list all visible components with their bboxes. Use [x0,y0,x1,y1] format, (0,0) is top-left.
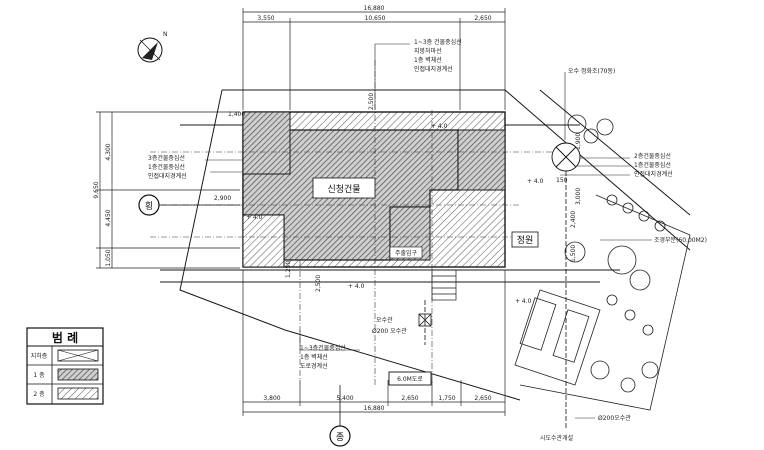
dim-inner-8: 1,900 [575,133,582,150]
pipe-note-2: Ø200오수관 [598,414,631,422]
note-top-1: 1~3층 건물중심선 [414,38,462,46]
elevation-mark-2: + 4.0 [348,283,365,290]
landscape-boundary [519,194,691,411]
dim-left-seg3: 1,050 [105,249,112,266]
legend-swatch-second-floor [57,387,99,400]
dim-bottom-total: 16,880 [364,405,385,412]
dim-inner-7: 1,400 [228,111,245,118]
dim-inner-2: 2,900 [214,195,231,202]
note-right-1: 2층건물중심선 [634,152,671,160]
legend [26,327,104,405]
note-bottom-1: 1~3층건물중심선 [300,344,346,352]
note-right-3: 인접대지경계선 [634,170,673,178]
dim-bottom-seg2: 5,400 [336,395,353,402]
courtyard-label-box [511,231,539,248]
legend-label-second-floor: 2 층 [33,390,45,398]
entrance-label-box [389,246,423,259]
note-bottom-2: 1층 벽체선 [300,353,328,361]
road-label: 6.0M도로 [397,376,423,383]
note-bottom-3: 도로경계선 [300,362,328,370]
note-top-2: 지붕처마선 [414,47,442,55]
note-left-2: 1층건물중심선 [148,163,185,171]
dim-inner-9: 3,000 [575,188,582,205]
dim-left-seg2: 4,450 [105,209,112,226]
dim-left-total: 9,650 [93,181,100,198]
parking-area [514,289,601,386]
bottom-dimensions [242,270,506,416]
dim-inner-4: 2,400 [570,211,577,228]
legend-swatch-first-floor [57,368,99,381]
side-marker-left-label: 횡 [145,200,153,212]
dim-bottom-seg3: 2,650 [401,395,418,402]
sewer-tank-note: 오수 정화조(70동) [568,68,615,75]
north-arrow-icon [137,37,163,63]
inlet-label: 오수관 [376,316,393,324]
left-dimensions [96,111,240,269]
dim-inner-6: 150 [556,177,568,184]
legend-title: 범 례 [52,330,78,345]
landscape-trees [564,114,666,393]
dim-inner-5: 1,500 [570,245,577,262]
note-top-4: 인접대지경계선 [414,65,453,73]
elevation-mark-5: + 4.0 [431,123,448,130]
dim-inner-10: 1,250 [285,261,292,278]
side-marker-left [138,194,240,216]
legend-label-first-floor: 1 층 [33,371,45,379]
entrance-stair [431,269,457,301]
note-right-2: 1층건물중심선 [634,161,671,169]
side-marker-bottom-label: 종 [336,432,344,443]
dim-top-seg2: 10,650 [365,15,386,22]
center-lines [150,60,580,385]
dim-inner-3: 2,500 [315,275,322,292]
dim-bottom-seg4: 1,750 [438,395,455,402]
legend-label-basement: 지하층 [31,352,48,360]
sewer-line [424,171,567,430]
elevation-mark-1: + 4.0 [246,214,263,221]
note-left-3: 인접대지경계선 [148,172,187,180]
public-sewer-note: 시도수관개설 [540,434,573,442]
dim-left-seg1: 4,300 [105,143,112,160]
entrance-label: 주출입구 [395,249,418,257]
courtyard-label: 정원 [517,235,534,246]
building-label: 신청건물 [327,184,360,195]
building-label-box [312,177,376,199]
note-top-3: 1층 벽체선 [414,56,442,64]
dim-top-seg1: 3,550 [257,15,274,22]
north-label: N [163,31,168,38]
note-left-1: 3층건물중심선 [148,154,185,162]
top-dimensions [242,8,506,110]
dim-top-seg3: 2,650 [474,15,491,22]
dim-bottom-seg1: 3,800 [263,395,280,402]
dim-bottom-seg5: 2,650 [474,395,491,402]
elevation-mark-3: + 4.0 [515,298,532,305]
road-label-box [388,371,432,386]
dim-inner-1: 2,500 [368,93,375,110]
pipe-label-1: Ø200 오수관 [372,327,407,335]
elevation-mark-4: + 4.0 [527,178,544,185]
landscape-note: 조경부분(60.00M2) [654,237,707,244]
sewer-tank [551,142,581,172]
side-marker-bottom [329,385,351,447]
dim-top-total: 16,880 [364,5,385,12]
